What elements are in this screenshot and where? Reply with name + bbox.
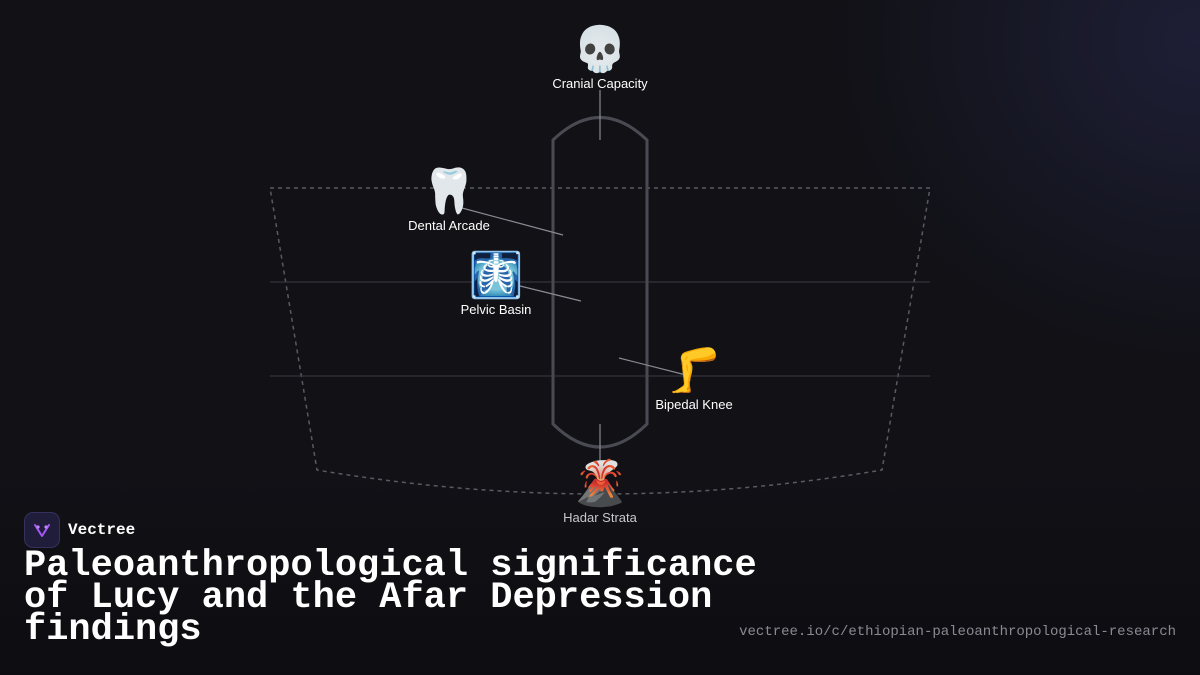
tooth-icon: 🦷	[421, 167, 477, 216]
connector-pelvic	[519, 285, 582, 302]
node-hadar-strata: 🌋 Hadar Strata	[563, 459, 637, 526]
node-pelvic-basin: 🩻 Pelvic Basin	[460, 251, 532, 318]
connector-knee	[618, 357, 687, 376]
connector-dental	[461, 207, 564, 236]
node-bipedal-knee: 🦵 Bipedal Knee	[655, 346, 733, 413]
brand-name: Vectree	[68, 521, 136, 539]
node-label: Bipedal Knee	[655, 397, 733, 412]
node-dental-arcade: 🦷 Dental Arcade	[408, 167, 490, 234]
node-label: Hadar Strata	[563, 510, 637, 525]
leg-icon: 🦵	[666, 346, 722, 395]
basin-outline	[269, 187, 931, 495]
node-label: Dental Arcade	[408, 218, 490, 233]
node-label: Pelvic Basin	[460, 302, 532, 317]
node-label: Cranial Capacity	[552, 76, 648, 91]
skull-icon: 💀	[572, 25, 628, 74]
brand[interactable]: Vectree	[24, 512, 135, 548]
source-url[interactable]: vectree.io/c/ethiopian-paleoanthropologi…	[739, 624, 1176, 640]
vectree-logo-icon	[24, 512, 60, 548]
volcano-icon: 🌋	[572, 459, 628, 508]
central-column	[551, 116, 649, 449]
node-cranial-capacity: 💀 Cranial Capacity	[552, 25, 648, 92]
xray-icon: 🩻	[468, 251, 524, 300]
page-title: Paleoanthropological significance of Luc…	[24, 545, 757, 651]
